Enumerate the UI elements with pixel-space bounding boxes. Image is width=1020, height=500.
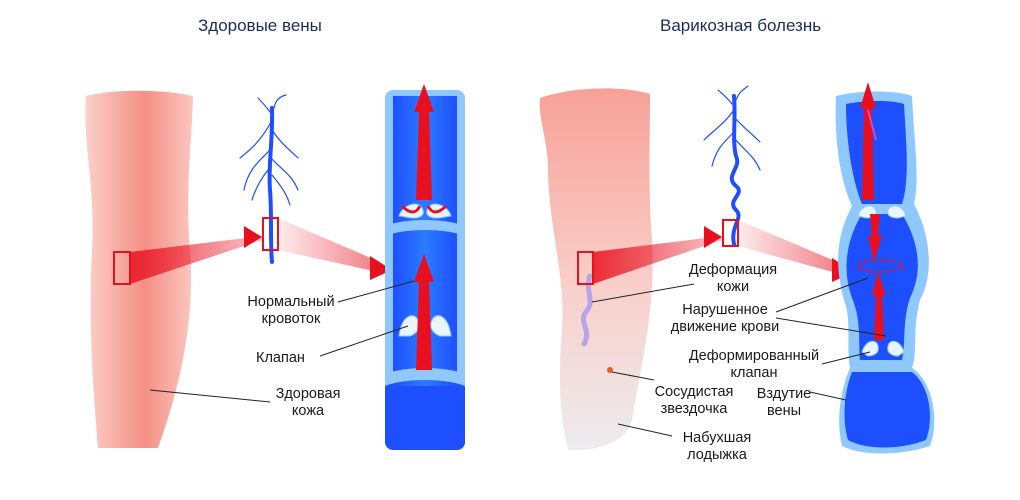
zoom-beam bbox=[278, 218, 380, 272]
label-spider-vein: Сосудистая звездочка bbox=[654, 384, 734, 417]
varicose-vein-cross-section bbox=[835, 82, 935, 454]
label-impaired-flow: Нарушенное движение крови bbox=[670, 302, 780, 335]
label-healthy-skin: Здоровая кожа bbox=[275, 386, 341, 419]
zoom-arrow bbox=[704, 226, 722, 248]
zoom-beam bbox=[130, 236, 262, 284]
zoom-arrow bbox=[370, 256, 392, 280]
varicose-vein-tree bbox=[703, 85, 761, 246]
varicose-surface-vein bbox=[580, 273, 593, 347]
spider-vein-dot bbox=[607, 367, 613, 373]
label-swollen-veins: Вздутие вены bbox=[756, 386, 812, 419]
label-deformed-valve: Деформированный клапан bbox=[688, 348, 820, 381]
label-swollen-ankle: Набухшая лодыжка bbox=[682, 430, 752, 463]
healthy-leader-lines bbox=[149, 280, 415, 403]
label-skin-deformation: Деформация кожи bbox=[688, 262, 778, 295]
healthy-vein-cross-section bbox=[385, 84, 465, 450]
varicose-leader-lines bbox=[591, 277, 887, 437]
zoom-arrow bbox=[244, 226, 262, 248]
varicose-disease-title: Варикозная болезнь bbox=[660, 16, 822, 35]
healthy-veins-title: Здоровые вены bbox=[198, 16, 322, 35]
label-normal-flow: Нормальный кровоток bbox=[247, 294, 335, 327]
zoom-beam bbox=[593, 236, 722, 284]
zoom-beam bbox=[738, 220, 842, 274]
healthy-vein-tree bbox=[239, 94, 299, 264]
label-valve: Клапан bbox=[256, 350, 305, 366]
